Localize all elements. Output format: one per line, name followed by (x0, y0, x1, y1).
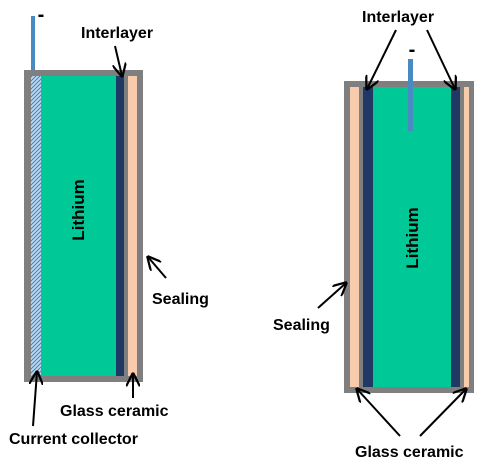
left-current-collector-label: Current collector (9, 431, 138, 448)
right-interlayer-arrow-right (426, 29, 455, 89)
right-interlayer-label: Interlayer (362, 9, 434, 26)
left-current-collector-arrow (33, 372, 37, 427)
right-sealing-label: Sealing (273, 317, 330, 334)
left-sealing-label: Sealing (152, 291, 209, 308)
left-layer-divider (124, 76, 128, 376)
right-glass-ceramic-right (464, 87, 469, 387)
left-interlayer (116, 76, 124, 376)
right-interlayer-arrow-left (367, 29, 397, 89)
right-terminal-sign: - (409, 39, 416, 61)
left-lithium-layer (41, 76, 116, 376)
right-glass-ceramic-arrow-right (419, 389, 466, 437)
left-sealing-arrow (148, 257, 167, 279)
left-interlayer-label: Interlayer (81, 25, 153, 42)
right-glass-ceramic-left (350, 87, 359, 387)
right-glass-ceramic-arrow-left (357, 389, 401, 437)
left-glass-ceramic (128, 76, 137, 376)
right-divider-left (359, 87, 363, 387)
left-terminal-sign: - (38, 4, 45, 26)
left-current-collector (31, 76, 41, 376)
right-negative-terminal (408, 59, 413, 131)
right-lithium-layer (373, 87, 451, 387)
right-interlayer-right (451, 87, 460, 387)
right-sealing-arrow (317, 283, 346, 309)
left-negative-terminal (31, 16, 35, 72)
left-cell: - Lithium Interlayer Sealing Glass ceram… (9, 4, 209, 448)
left-glass-ceramic-label: Glass ceramic (60, 403, 169, 420)
right-divider-right (460, 87, 464, 387)
right-interlayer-left (363, 87, 373, 387)
right-glass-ceramic-label: Glass ceramic (355, 444, 464, 461)
left-interlayer-arrow (115, 45, 122, 76)
right-cell: - Lithium Interlayer Sealing Glass ceram… (273, 9, 474, 461)
right-lithium-label: Lithium (403, 207, 422, 268)
left-lithium-label: Lithium (69, 179, 88, 240)
